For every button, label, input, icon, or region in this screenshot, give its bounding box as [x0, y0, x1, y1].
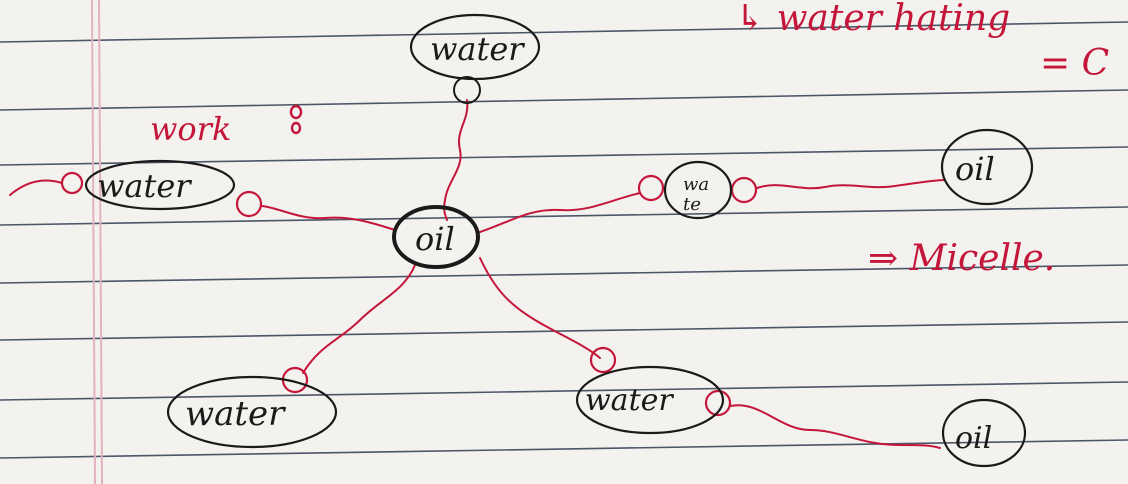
hydrophobic-tails	[9, 99, 946, 449]
node-center-oil: oil	[415, 220, 455, 258]
node-left-water: water	[97, 167, 192, 205]
note-work: work	[150, 110, 231, 148]
note-equals-symbol: = C	[1040, 43, 1109, 84]
head-circle-top	[453, 76, 481, 104]
note-micelle: ⇒ Micelle.	[868, 238, 1055, 279]
node-bottom-left-water: water	[185, 394, 286, 434]
node-mid-water-line2: te	[683, 194, 701, 215]
node-top-water: water	[430, 30, 525, 68]
note-water-hating: ↳ water hating	[735, 0, 1010, 39]
margin-lines	[91, 0, 103, 484]
node-right-oil-bottom: oil	[955, 421, 992, 456]
node-bottom-right-water: water	[585, 383, 674, 418]
node-right-oil-top: oil	[955, 150, 995, 188]
node-mid-water-line1: wa	[683, 174, 709, 195]
work-mark	[289, 104, 303, 135]
node-outlines	[84, 13, 1034, 468]
